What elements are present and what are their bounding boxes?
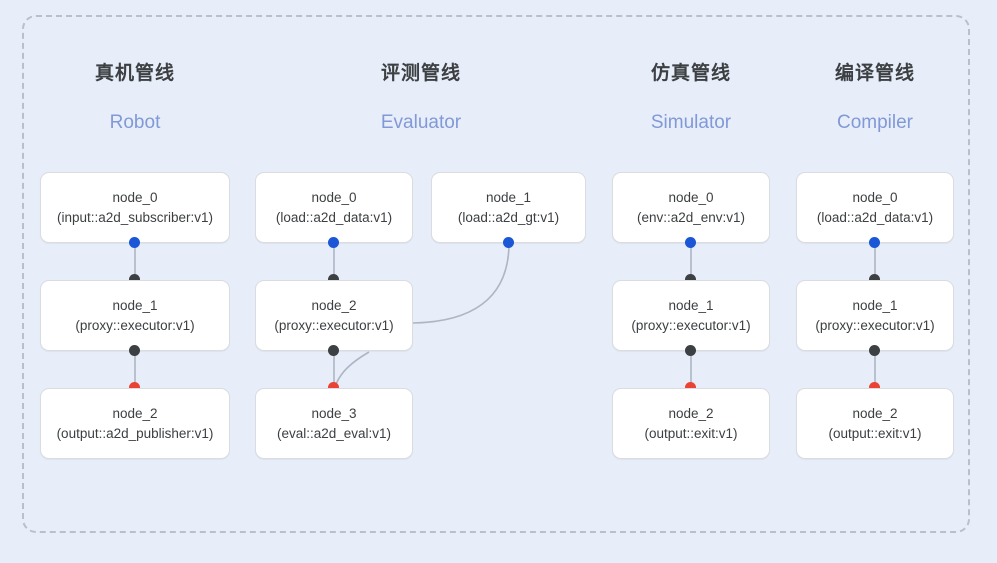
column-header-robot: 真机管线 Robot — [15, 62, 255, 135]
column-header-simulator: 仿真管线 Simulator — [571, 62, 811, 135]
node-type: (output::exit:v1) — [644, 425, 738, 441]
node-name: node_2 — [311, 297, 357, 313]
node-type: (output::exit:v1) — [828, 425, 922, 441]
column-title-cn-evaluator: 评测管线 — [380, 63, 461, 84]
port-output-compiler-node_1[interactable] — [869, 345, 880, 356]
node-type: (proxy::executor:v1) — [274, 317, 394, 333]
node-evaluator-node_3[interactable]: node_3 (eval::a2d_eval:v1) — [255, 388, 413, 459]
node-name: node_2 — [668, 405, 714, 421]
node-name: node_2 — [112, 405, 158, 421]
port-input-compiler-node_2[interactable] — [869, 382, 880, 393]
node-type: (input::a2d_subscriber:v1) — [56, 209, 214, 225]
node-compiler-node_0[interactable]: node_0 (load::a2d_data:v1) — [796, 172, 954, 243]
port-output-compiler-node_0[interactable] — [869, 237, 880, 248]
diagram-outer-frame — [22, 15, 970, 533]
node-type: (load::a2d_data:v1) — [816, 209, 934, 225]
node-evaluator-node_2[interactable]: node_2 (proxy::executor:v1) — [255, 280, 413, 351]
column-title-cn-simulator: 仿真管线 — [650, 63, 731, 84]
column-header-compiler: 编译管线 Compiler — [755, 62, 995, 135]
port-input-simulator-node_2[interactable] — [685, 382, 696, 393]
port-output-simulator-node_0[interactable] — [685, 237, 696, 248]
column-title-en-evaluator: Evaluator — [380, 112, 462, 133]
port-output-evaluator-node_0[interactable] — [328, 237, 339, 248]
node-simulator-node_2[interactable]: node_2 (output::exit:v1) — [612, 388, 770, 459]
node-type: (load::a2d_data:v1) — [275, 209, 393, 225]
column-title-cn-robot: 真机管线 — [94, 63, 175, 84]
column-title-en-simulator: Simulator — [650, 112, 732, 133]
node-type: (proxy::executor:v1) — [75, 317, 195, 333]
port-input-robot-node_1[interactable] — [129, 274, 140, 285]
node-name: node_0 — [112, 189, 158, 205]
node-name: node_0 — [668, 189, 714, 205]
port-input-compiler-node_1[interactable] — [869, 274, 880, 285]
node-name: node_1 — [485, 189, 532, 205]
node-type: (proxy::executor:v1) — [631, 317, 751, 333]
node-type: (proxy::executor:v1) — [815, 317, 935, 333]
node-name: node_1 — [668, 297, 714, 313]
column-title-cn-compiler: 编译管线 — [834, 63, 915, 84]
node-evaluator-node_1[interactable]: node_1 (load::a2d_gt:v1) — [431, 172, 586, 243]
node-evaluator-node_0[interactable]: node_0 (load::a2d_data:v1) — [255, 172, 413, 243]
node-type: (eval::a2d_eval:v1) — [276, 425, 392, 441]
port-output-simulator-node_1[interactable] — [685, 345, 696, 356]
column-title-en-robot: Robot — [109, 112, 161, 133]
node-robot-node_0[interactable]: node_0 (input::a2d_subscriber:v1) — [40, 172, 230, 243]
node-name: node_1 — [112, 297, 158, 313]
port-output-robot-node_1[interactable] — [129, 345, 140, 356]
node-simulator-node_1[interactable]: node_1 (proxy::executor:v1) — [612, 280, 770, 351]
port-input-evaluator-node_2[interactable] — [328, 274, 339, 285]
node-type: (output::a2d_publisher:v1) — [56, 425, 214, 441]
node-compiler-node_1[interactable]: node_1 (proxy::executor:v1) — [796, 280, 954, 351]
column-header-evaluator: 评测管线 Evaluator — [301, 62, 541, 135]
node-type: (env::a2d_env:v1) — [636, 209, 746, 225]
node-robot-node_1[interactable]: node_1 (proxy::executor:v1) — [40, 280, 230, 351]
node-name: node_1 — [852, 297, 898, 313]
port-input-simulator-node_1[interactable] — [685, 274, 696, 285]
port-output-evaluator-node_2[interactable] — [328, 345, 339, 356]
node-simulator-node_0[interactable]: node_0 (env::a2d_env:v1) — [612, 172, 770, 243]
port-output-evaluator-node_1[interactable] — [503, 237, 514, 248]
node-name: node_2 — [852, 405, 898, 421]
node-name: node_0 — [311, 189, 357, 205]
node-type: (load::a2d_gt:v1) — [457, 209, 560, 225]
port-input-evaluator-node_3[interactable] — [328, 382, 339, 393]
node-name: node_0 — [852, 189, 898, 205]
port-output-robot-node_0[interactable] — [129, 237, 140, 248]
node-name: node_3 — [311, 405, 357, 421]
port-input-robot-node_2[interactable] — [129, 382, 140, 393]
node-robot-node_2[interactable]: node_2 (output::a2d_publisher:v1) — [40, 388, 230, 459]
node-compiler-node_2[interactable]: node_2 (output::exit:v1) — [796, 388, 954, 459]
column-title-en-compiler: Compiler — [836, 112, 914, 133]
